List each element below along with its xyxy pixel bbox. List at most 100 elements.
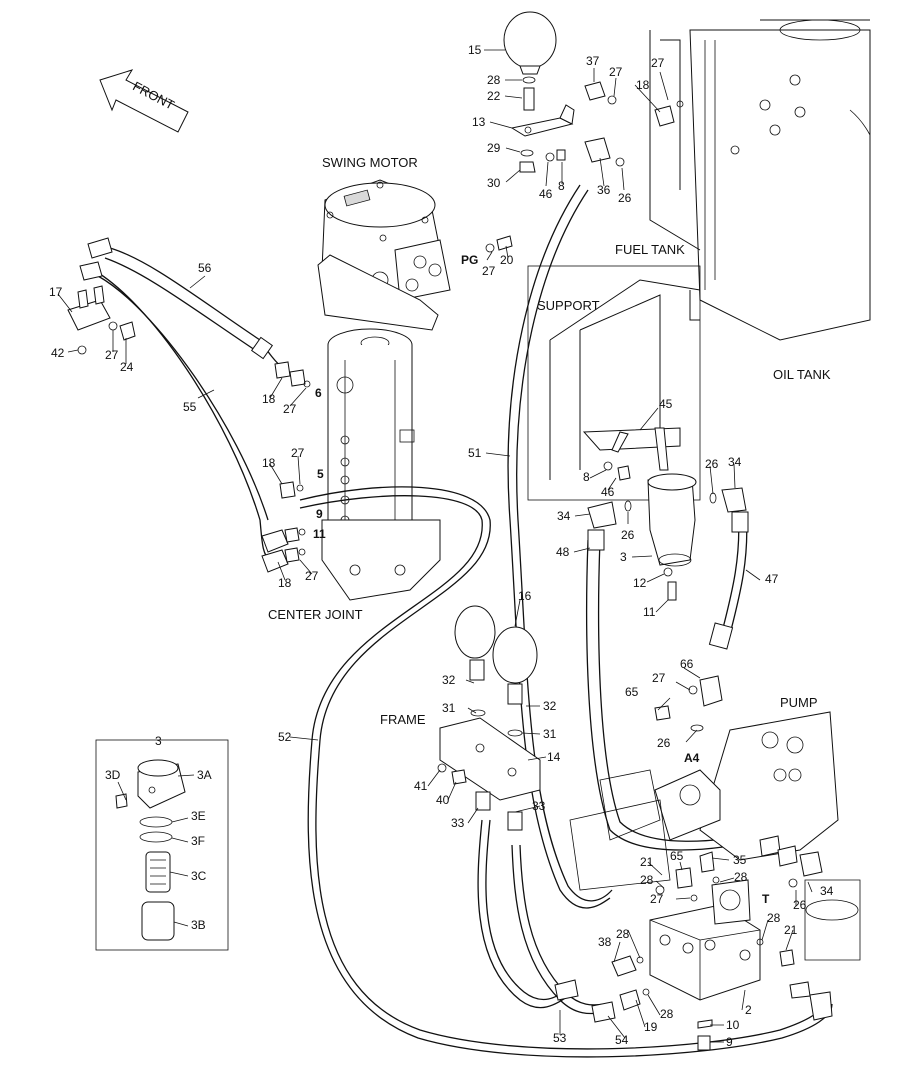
callout: 40 bbox=[436, 793, 450, 807]
callout: 27 bbox=[609, 65, 623, 79]
callout: 26 bbox=[705, 457, 719, 471]
callout: 42 bbox=[51, 346, 65, 360]
callout: 31 bbox=[442, 701, 456, 715]
pump-fittings: T bbox=[654, 675, 823, 906]
callout: 10 bbox=[726, 1018, 740, 1032]
callout: 27 bbox=[652, 671, 666, 685]
callout: 56 bbox=[198, 261, 212, 275]
callout: 14 bbox=[547, 750, 561, 764]
callout: 41 bbox=[414, 779, 428, 793]
filter-assembly bbox=[582, 427, 749, 601]
callout: 20 bbox=[500, 253, 514, 267]
inset-3: 3 3D 3A 3E 3F 3C 3B bbox=[95, 734, 229, 951]
callout: 28 bbox=[487, 73, 501, 87]
pump-label: PUMP bbox=[780, 695, 818, 710]
callout: 2 bbox=[745, 1003, 752, 1017]
callout: 28 bbox=[767, 911, 781, 925]
callout: 17 bbox=[49, 285, 63, 299]
callout: 18 bbox=[278, 576, 292, 590]
callout: 37 bbox=[586, 54, 600, 68]
callout: 18 bbox=[262, 456, 276, 470]
callout: 26 bbox=[793, 898, 807, 912]
callout: 34 bbox=[557, 509, 571, 523]
callout: 18 bbox=[636, 78, 650, 92]
swing-motor-label: SWING MOTOR bbox=[322, 155, 418, 170]
callout: 65 bbox=[625, 685, 639, 699]
callout: 27 bbox=[105, 348, 119, 362]
callout: 26 bbox=[618, 191, 632, 205]
callout: 3 bbox=[620, 550, 627, 564]
callout: 34 bbox=[728, 455, 742, 469]
callout: 21 bbox=[784, 923, 798, 937]
callout: 54 bbox=[615, 1033, 629, 1047]
inset-3e: 3E bbox=[191, 809, 206, 823]
fitting-37-18 bbox=[584, 81, 684, 167]
callout: 66 bbox=[680, 657, 694, 671]
callout: 27 bbox=[650, 892, 664, 906]
port-t: T bbox=[762, 892, 770, 906]
callout: 32 bbox=[543, 699, 557, 713]
port-pg: PG bbox=[461, 253, 478, 267]
front-arrow: FRONT bbox=[99, 69, 189, 133]
callout: 27 bbox=[305, 569, 319, 583]
callout: 8 bbox=[558, 179, 565, 193]
port-a4: A4 bbox=[684, 751, 700, 765]
callout: 21 bbox=[640, 855, 654, 869]
valve-block-2 bbox=[554, 851, 833, 1051]
support-label: SUPPORT bbox=[537, 298, 600, 313]
callout: 28 bbox=[660, 1007, 674, 1021]
hoses bbox=[89, 184, 833, 1058]
inset-3a: 3A bbox=[197, 768, 212, 782]
callout: 36 bbox=[597, 183, 611, 197]
callout: 19 bbox=[644, 1020, 658, 1034]
oil-tank-label: OIL TANK bbox=[773, 367, 831, 382]
callout: 48 bbox=[556, 545, 570, 559]
callout: 12 bbox=[633, 576, 647, 590]
pg-fitting: PG bbox=[461, 235, 513, 267]
callout: 27 bbox=[291, 446, 305, 460]
callout: 11 bbox=[643, 605, 656, 619]
inset-3c: 3C bbox=[191, 869, 207, 883]
swing-motor: SWING MOTOR bbox=[317, 155, 451, 331]
oil-tank: OIL TANK bbox=[649, 19, 871, 382]
callout: 47 bbox=[765, 572, 779, 586]
accumulators-16 bbox=[454, 605, 538, 737]
top-accumulator-15 bbox=[503, 11, 557, 111]
port-9: 9 bbox=[316, 507, 323, 521]
frame-plate: FRAME bbox=[380, 712, 541, 831]
pump: PUMP A4 bbox=[569, 695, 861, 961]
callout: 33 bbox=[532, 799, 546, 813]
fittings-18-27: 6 5 9 11 bbox=[261, 361, 326, 573]
port-6: 6 bbox=[315, 386, 322, 400]
port-5: 5 bbox=[317, 467, 324, 481]
callout: 28 bbox=[734, 870, 748, 884]
callout: 32 bbox=[442, 673, 456, 687]
callout: 55 bbox=[183, 400, 197, 414]
callout: 15 bbox=[468, 43, 482, 57]
inset-3d: 3D bbox=[105, 768, 121, 782]
callout-numbers: 15 28 22 13 29 30 46 8 37 27 18 27 36 26… bbox=[49, 43, 834, 1049]
callout: 46 bbox=[539, 187, 553, 201]
callout: 31 bbox=[543, 727, 557, 741]
callout: 35 bbox=[733, 853, 747, 867]
callout: 29 bbox=[487, 141, 501, 155]
leader-lines bbox=[57, 49, 813, 1043]
callout: 26 bbox=[621, 528, 635, 542]
callout: 28 bbox=[640, 873, 654, 887]
fuel-tank-support: FUEL TANK SUPPORT bbox=[527, 242, 701, 501]
callout: 45 bbox=[659, 397, 673, 411]
callout: 34 bbox=[820, 884, 834, 898]
fuel-tank-label: FUEL TANK bbox=[615, 242, 685, 257]
callout: 53 bbox=[553, 1031, 567, 1045]
callout: 46 bbox=[601, 485, 615, 499]
bracket-13 bbox=[510, 104, 575, 173]
center-joint-label: CENTER JOINT bbox=[268, 607, 363, 622]
callout: 27 bbox=[482, 264, 496, 278]
callout: 30 bbox=[487, 176, 501, 190]
callout: 16 bbox=[518, 589, 532, 603]
inset-3f: 3F bbox=[191, 834, 205, 848]
inset-3b: 3B bbox=[191, 918, 206, 932]
callout: 38 bbox=[598, 935, 612, 949]
